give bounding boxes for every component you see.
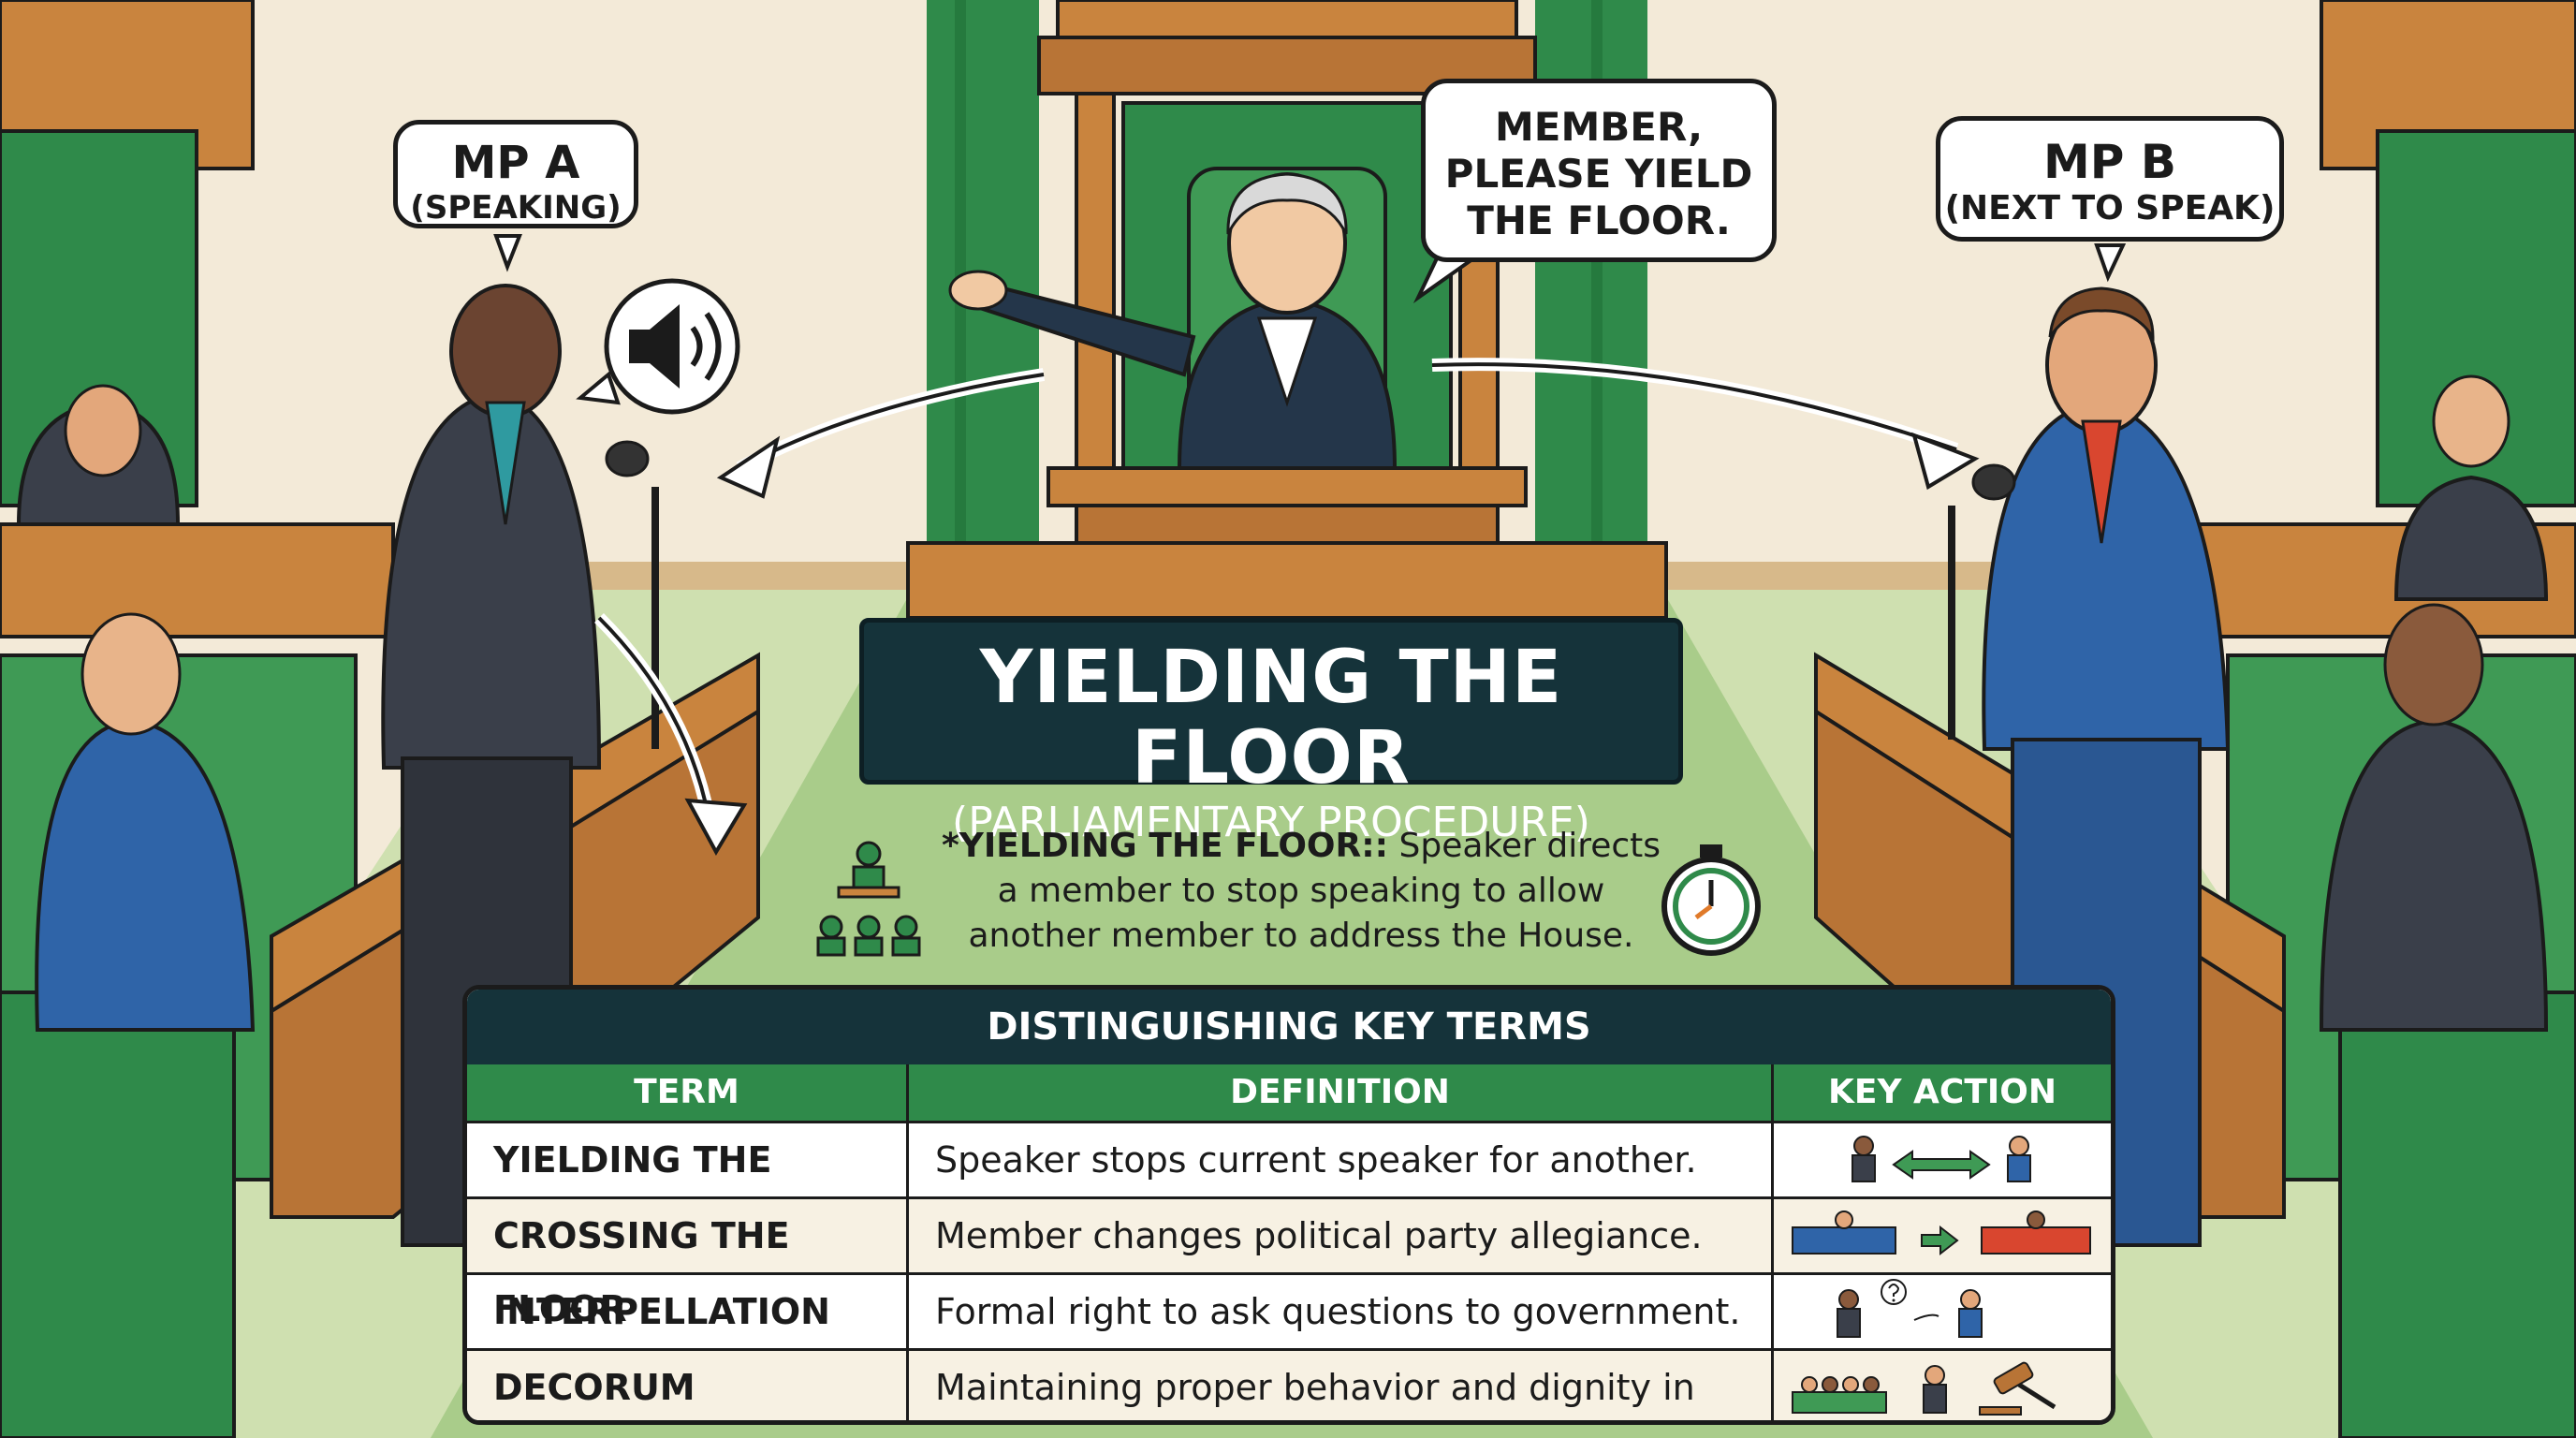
- key-action-cell: [1774, 1199, 2111, 1272]
- key-action-cell: [1774, 1351, 2111, 1420]
- seated-mp-right: [2319, 374, 2549, 1032]
- definition-cell: Speaker stops current speaker for anothe…: [909, 1123, 1774, 1196]
- table-title: DISTINGUISHING KEY TERMS: [467, 990, 2111, 1064]
- term-cell: CROSSING THE FLOOR: [467, 1199, 909, 1329]
- stopwatch-icon: [1661, 844, 1761, 956]
- term-cell: DECORUM: [467, 1351, 909, 1420]
- header-term: TERM: [467, 1064, 909, 1121]
- term-cell: YIELDING THE FLOOR: [467, 1123, 909, 1254]
- speaker-line-3: THE FLOOR.: [1467, 198, 1731, 243]
- seated-mp-left: [16, 384, 256, 1032]
- speaker-speech-bubble: MEMBER, PLEASE YIELD THE FLOOR.: [1421, 79, 1777, 262]
- mp-a-label: MP A: [451, 137, 580, 189]
- table-row: INTERPELLATION Formal right to ask quest…: [467, 1272, 2111, 1348]
- mp-a-speech-bubble: MP A (SPEAKING): [393, 120, 638, 228]
- speaker-figure: [948, 172, 1398, 470]
- mp-b-status: (NEXT TO SPEAK): [1944, 189, 2276, 227]
- key-action-cell: [1774, 1123, 2111, 1196]
- title-banner: YIELDING THE FLOOR (PARLIAMENTARY PROCED…: [859, 618, 1683, 846]
- table-row: YIELDING THE FLOOR Speaker stops current…: [467, 1121, 2111, 1254]
- definition-line-2: a member to stop speaking to allow: [997, 872, 1605, 910]
- table-row: CROSSING THE FLOOR Member changes politi…: [467, 1196, 2111, 1329]
- table-row: DECORUM Maintaining proper behavior and …: [467, 1348, 2111, 1420]
- speaker-line-2: PLEASE YIELD: [1444, 151, 1753, 197]
- key-action-cell: [1774, 1275, 2111, 1348]
- term-cell: INTERPELLATION: [467, 1275, 909, 1348]
- speaker-line-1: MEMBER,: [1494, 104, 1704, 150]
- page-subtitle: (PARLIAMENTARY PROCEDURE): [952, 799, 1590, 846]
- mp-b-label: MP B: [2043, 135, 2176, 189]
- question-icon: [1837, 1279, 1983, 1338]
- table-header-row: TERM DEFINITION KEY ACTION: [467, 1064, 2111, 1121]
- swap-arrow-icon: [1852, 1136, 2031, 1182]
- header-key-action: KEY ACTION: [1827, 1073, 2057, 1111]
- speaker-icon: [576, 278, 740, 415]
- definition-cell: Formal right to ask questions to governm…: [909, 1275, 1774, 1348]
- definition-term: *YIELDING THE FLOOR::: [941, 827, 1389, 865]
- definition-line-1: *YIELDING THE FLOOR:: Speaker directs: [936, 824, 1666, 869]
- definition-text: *YIELDING THE FLOOR:: Speaker directs a …: [936, 824, 1666, 959]
- key-terms-table: DISTINGUISHING KEY TERMS TERM DEFINITION…: [462, 985, 2115, 1425]
- gavel-icon: [1792, 1361, 2056, 1416]
- mp-b-speech-bubble: MP B (NEXT TO SPEAK): [1936, 116, 2284, 242]
- header-definition: DEFINITION: [909, 1064, 1774, 1121]
- definition-cell: Member changes political party allegianc…: [909, 1199, 1774, 1272]
- definition-line-3: another member to address the House.: [968, 917, 1634, 955]
- party-switch-icon: [1792, 1211, 2091, 1256]
- mp-a-status: (SPEAKING): [410, 189, 622, 227]
- definition-line-1-rest: Speaker directs: [1388, 827, 1661, 865]
- chair-speaker-icon: [816, 841, 921, 957]
- page-title: YIELDING THE FLOOR: [979, 636, 1563, 800]
- definition-cell: Maintaining proper behavior and dignity …: [909, 1351, 1774, 1420]
